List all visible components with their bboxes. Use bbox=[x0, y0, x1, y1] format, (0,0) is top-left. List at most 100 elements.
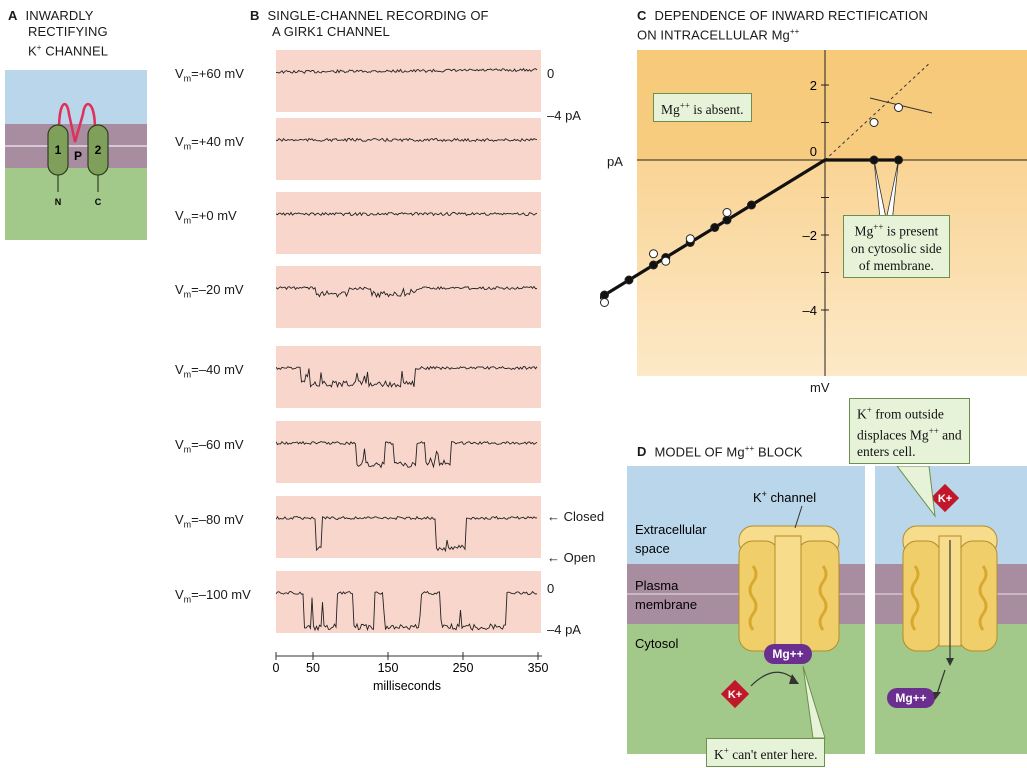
mg-ion-displaced-label: Mg++ bbox=[895, 691, 926, 705]
data-point-mg-absent bbox=[685, 234, 695, 244]
scale-top-zero: 0 bbox=[547, 66, 555, 81]
layer-plasma-label: Plasma bbox=[635, 578, 679, 593]
trace-voltage-label: Vm=+0 mV bbox=[175, 208, 237, 226]
k-channel-left bbox=[738, 525, 840, 652]
trace-panel bbox=[275, 421, 541, 483]
vm-value: –60 mV bbox=[198, 437, 244, 452]
vm-equals: = bbox=[191, 437, 199, 452]
mg-ion-blocking-label: Mg++ bbox=[772, 647, 803, 661]
segment-1-label: 1 bbox=[55, 143, 62, 157]
data-point-mg-present bbox=[747, 200, 756, 210]
y-tick-label: 0 bbox=[810, 144, 817, 159]
layer-membrane-label: membrane bbox=[635, 597, 697, 612]
k-ion-entering bbox=[930, 483, 960, 513]
y-tick-label: –2 bbox=[803, 228, 817, 243]
vm-value: –100 mV bbox=[198, 587, 251, 602]
vm-subscript: m bbox=[183, 73, 192, 84]
trace-panel bbox=[275, 496, 541, 558]
vm-subscript: m bbox=[183, 141, 192, 152]
k-channel-label: K+ channel bbox=[753, 489, 816, 505]
callout-k-displaces-mg: K+ from outside displaces Mg++ and enter… bbox=[849, 398, 970, 464]
trace-voltage-label: Vm=–20 mV bbox=[175, 282, 244, 300]
trace-voltage-label: Vm=–40 mV bbox=[175, 362, 244, 380]
current-trace bbox=[275, 365, 538, 389]
closed-label: ← Closed bbox=[547, 509, 605, 524]
callout-present-text: Mg++ is present bbox=[854, 222, 939, 239]
data-point-mg-present bbox=[722, 215, 732, 225]
current-trace bbox=[275, 67, 538, 74]
mg-ion-displaced bbox=[887, 688, 935, 708]
trace-panel bbox=[275, 192, 541, 254]
vm-symbol: V bbox=[175, 208, 184, 223]
time-axis: 0 50 150 250 350 milliseconds bbox=[273, 652, 549, 693]
vm-subscript: m bbox=[183, 444, 192, 455]
y-unit-label: pA bbox=[607, 154, 623, 169]
callout-k-cant-enter: K+ can't enter here. bbox=[706, 738, 826, 767]
vm-equals: = bbox=[191, 362, 199, 377]
x-tick-0: 0 bbox=[273, 661, 280, 675]
callout-outside-text: K+ from outside bbox=[857, 405, 944, 422]
current-trace bbox=[275, 285, 538, 299]
data-point-mg-present bbox=[869, 155, 879, 165]
trace-voltage-label: Vm=–100 mV bbox=[175, 587, 251, 605]
vm-subscript: m bbox=[183, 215, 192, 226]
data-point-mg-present bbox=[649, 260, 658, 270]
x-tick-350: 350 bbox=[528, 661, 549, 675]
vm-value: +0 mV bbox=[198, 208, 237, 223]
layer-extracellular-label: Extracellular bbox=[635, 522, 707, 537]
pore-label: P bbox=[74, 149, 82, 163]
scale-top-minus: –4 pA bbox=[547, 108, 581, 123]
callout-cant-text: K+ can't enter here. bbox=[714, 745, 818, 762]
scale-bottom-minus: –4 pA bbox=[547, 622, 581, 637]
current-trace bbox=[275, 137, 538, 143]
vm-symbol: V bbox=[175, 512, 184, 527]
vm-symbol: V bbox=[175, 282, 184, 297]
k-ion-blocked-label: K+ bbox=[728, 689, 742, 701]
vm-symbol: V bbox=[175, 66, 184, 81]
vm-equals: = bbox=[191, 134, 199, 149]
trace-panel bbox=[275, 50, 541, 112]
x-tick-250: 250 bbox=[453, 661, 474, 675]
layer-cytosol-label: Cytosol bbox=[635, 636, 678, 651]
k-channel-right bbox=[902, 525, 998, 666]
scale-bottom-zero: 0 bbox=[547, 581, 555, 596]
trace-voltage-label: Vm=+40 mV bbox=[175, 134, 244, 152]
segment-2-label: 2 bbox=[95, 143, 102, 157]
k-ion-entering-label: K+ bbox=[938, 493, 952, 505]
current-trace bbox=[275, 440, 538, 469]
vm-subscript: m bbox=[183, 289, 192, 300]
x-unit-label: mV bbox=[810, 380, 830, 395]
trace-panel bbox=[275, 346, 541, 408]
callout-absent-text: Mg++ is absent. bbox=[661, 100, 744, 117]
p-loop bbox=[57, 102, 97, 143]
n-terminus-label: N bbox=[55, 197, 62, 207]
mg-ion-blocking bbox=[764, 644, 812, 664]
vm-symbol: V bbox=[175, 134, 184, 149]
vm-value: –20 mV bbox=[198, 282, 244, 297]
x-axis-label: milliseconds bbox=[373, 679, 441, 693]
data-point-mg-present bbox=[710, 223, 720, 232]
c-terminus-label: C bbox=[95, 197, 102, 207]
current-trace bbox=[275, 515, 538, 553]
vm-equals: = bbox=[191, 208, 199, 223]
data-point-mg-absent bbox=[869, 118, 879, 127]
vm-value: +40 mV bbox=[198, 134, 244, 149]
vm-symbol: V bbox=[175, 587, 184, 602]
open-label: ← Open bbox=[547, 550, 596, 565]
vm-equals: = bbox=[191, 66, 199, 81]
vm-value: –40 mV bbox=[198, 362, 244, 377]
current-trace bbox=[275, 211, 538, 217]
vm-equals: = bbox=[191, 587, 199, 602]
y-tick-label: –4 bbox=[803, 303, 817, 318]
data-point-mg-absent bbox=[661, 256, 671, 266]
y-tick-label: 2 bbox=[810, 78, 817, 93]
vm-symbol: V bbox=[175, 362, 184, 377]
k-ion-blocked bbox=[720, 679, 750, 709]
data-point-mg-absent bbox=[649, 249, 658, 259]
callout-mg-present: Mg++ is present on cytosolic side of mem… bbox=[843, 215, 950, 278]
callout-outside-text: displaces Mg++ and bbox=[857, 425, 962, 443]
